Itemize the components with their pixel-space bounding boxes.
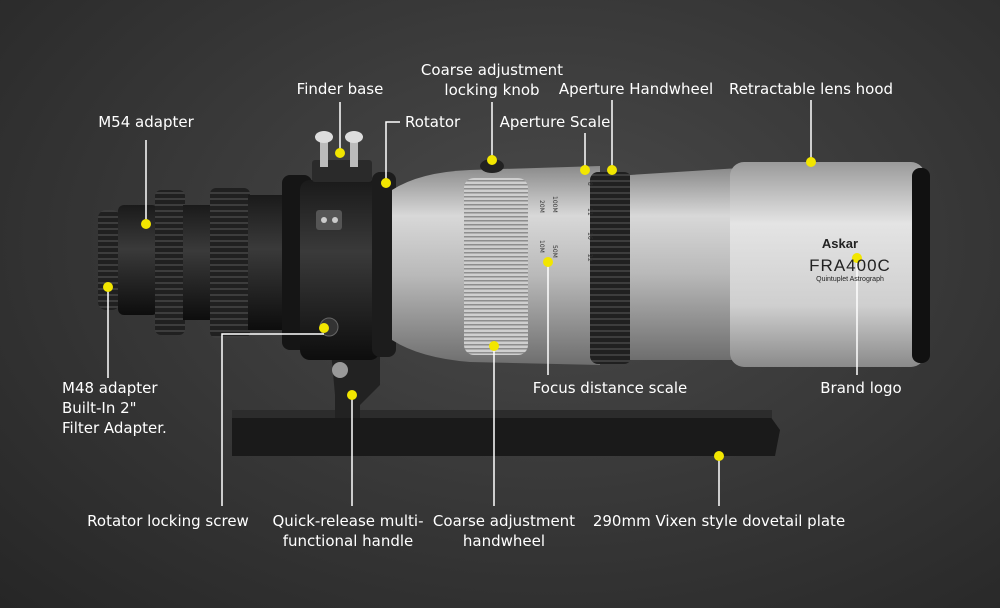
label-line: functional handle (282, 532, 414, 550)
model-name: FRA400C (809, 256, 891, 275)
m54-adapter (155, 190, 185, 335)
focus-scale-mark-10m: 10M (538, 240, 545, 253)
marker-m48 (103, 282, 113, 292)
aperture-mark-11: 11 (586, 208, 593, 216)
focus-scale-mark-20m: 20M (538, 200, 545, 213)
label-line: Filter Adapter. (62, 419, 167, 437)
marker-rotator (381, 178, 391, 188)
marker-lens-hood (806, 157, 816, 167)
coarse-handwheel (464, 178, 528, 355)
label-line: Coarse adjustment (420, 61, 564, 79)
label-brand-logo: Brand logo (820, 379, 902, 397)
rotator-body (300, 180, 380, 360)
marker-m54 (141, 219, 151, 229)
label-focus-scale: Focus distance scale (532, 379, 688, 397)
marker-brand-logo (852, 253, 862, 263)
marker-handle (347, 390, 357, 400)
marker-dots (103, 148, 862, 461)
marker-coarse-knob (487, 155, 497, 165)
label-coarse-wheel: Coarse adjustment handwheel (433, 511, 575, 551)
dovetail-plate (232, 410, 780, 456)
label-line: locking knob (444, 81, 540, 99)
marker-aperture-handwheel (607, 165, 617, 175)
aperture-mark-16: 16 (586, 232, 593, 240)
model-subtitle: Quintuplet Astrograph (816, 276, 884, 283)
marker-dovetail (714, 451, 724, 461)
focus-scale-mark-100m: 100M (551, 196, 558, 213)
label-line: handwheel (462, 532, 546, 550)
marker-coarse-wheel (489, 341, 499, 351)
marker-finder-base (335, 148, 345, 158)
marker-aperture-scale (580, 165, 590, 175)
brand-name: Askar (821, 236, 859, 251)
label-handle: Quick-release multi-functional handle (272, 511, 423, 551)
leader-lines (107, 100, 858, 506)
label-line: M48 adapter (62, 379, 158, 397)
aperture-mark-8: 8 (586, 182, 593, 186)
marker-rotator-screw (319, 323, 329, 333)
label-finder-base: Finder base (296, 80, 384, 98)
lens-hood (730, 162, 925, 367)
aperture-handwheel (590, 172, 632, 364)
label-coarse-knob: Coarse adjustment locking knob (421, 60, 563, 100)
label-lens-hood: Retractable lens hood (728, 80, 894, 98)
label-aperture-handwheel: Aperture Handwheel (558, 80, 714, 98)
aperture-mark-22: 22 (586, 254, 593, 262)
label-line: Coarse adjustment (432, 512, 576, 530)
marker-focus-scale (543, 257, 553, 267)
label-line: Quick-release multi- (272, 512, 424, 530)
label-rotator-screw: Rotator locking screw (87, 512, 249, 530)
label-line: Built-In 2" (62, 399, 137, 417)
label-rotator: Rotator (405, 113, 461, 131)
label-dovetail: 290mm Vixen style dovetail plate (592, 512, 846, 530)
label-aperture-scale: Aperture Scale (499, 113, 611, 131)
m48-adapter (98, 210, 120, 310)
label-m54-adapter: M54 adapter (98, 113, 194, 131)
focus-scale-mark-50m: 50M (551, 245, 558, 258)
